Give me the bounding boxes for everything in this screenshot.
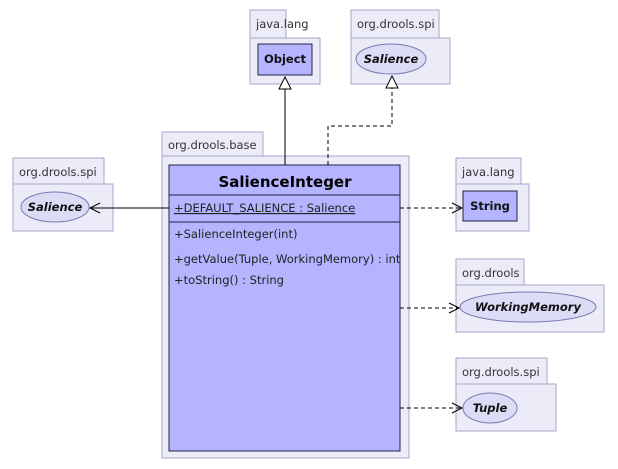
class-salience-integer-name: SalienceInteger <box>218 173 352 191</box>
package-java-lang-right: java.lang String <box>455 157 530 232</box>
package-tab <box>455 258 525 286</box>
package-tab <box>455 157 522 185</box>
dependency-arrowhead <box>451 402 464 414</box>
dependency-arrowhead <box>448 302 461 314</box>
package-label: java.lang <box>461 165 515 179</box>
generalization-arrowhead <box>278 75 292 90</box>
package-drools-base: org.drools.base SalienceInteger +DEFAULT… <box>161 131 410 459</box>
interface-tuple-name: Tuple <box>473 401 508 415</box>
dependency-arrowhead <box>451 202 464 214</box>
class-salience-integer[interactable] <box>168 164 401 452</box>
class-string[interactable] <box>462 190 518 222</box>
operation-constructor: +SalienceInteger(int) <box>174 227 297 241</box>
association-to-salience-left <box>88 202 169 214</box>
package-java-lang-top: java.lang Object <box>249 9 321 85</box>
package-label: org.drools.base <box>168 138 257 152</box>
package-tab <box>350 9 440 39</box>
package-label: org.drools.spi <box>357 17 435 31</box>
package-tab <box>12 157 105 185</box>
realization-to-salience <box>327 74 399 165</box>
interface-working-memory-name: WorkingMemory <box>475 300 581 314</box>
operation-to-string: +toString() : String <box>174 273 284 287</box>
package-drools-spi-top: org.drools.spi Salience <box>350 9 451 85</box>
dependency-to-working-memory <box>400 302 461 314</box>
interface-salience-top-name: Salience <box>364 52 419 66</box>
package-label: java.lang <box>255 17 309 31</box>
realization-arrowhead <box>385 74 399 89</box>
class-object-name: Object <box>264 52 307 66</box>
package-label: org.drools.spi <box>19 165 97 179</box>
package-tab <box>161 131 264 157</box>
package-drools-spi-bottom: org.drools.spi Tuple <box>455 357 557 432</box>
association-arrowhead <box>88 202 101 214</box>
interface-salience-left-name: Salience <box>28 200 83 214</box>
interface-salience-top[interactable] <box>355 43 427 75</box>
package-drools-spi-left: org.drools.spi Salience <box>12 157 114 232</box>
generalization-to-object <box>278 75 292 165</box>
dependency-to-string <box>400 202 464 214</box>
package-label: org.drools.spi <box>462 365 540 379</box>
class-string-name: String <box>470 199 510 213</box>
package-drools: org.drools WorkingMemory <box>455 258 605 333</box>
package-tab <box>455 357 548 385</box>
attribute-default-salience: +DEFAULT_SALIENCE : Salience <box>174 201 355 215</box>
dependency-to-tuple <box>400 402 464 414</box>
class-object[interactable] <box>257 43 313 76</box>
operation-get-value: +getValue(Tuple, WorkingMemory) : int <box>174 252 401 266</box>
interface-working-memory[interactable] <box>459 291 597 323</box>
package-label: org.drools <box>462 266 520 280</box>
interface-salience-left[interactable] <box>20 191 90 223</box>
